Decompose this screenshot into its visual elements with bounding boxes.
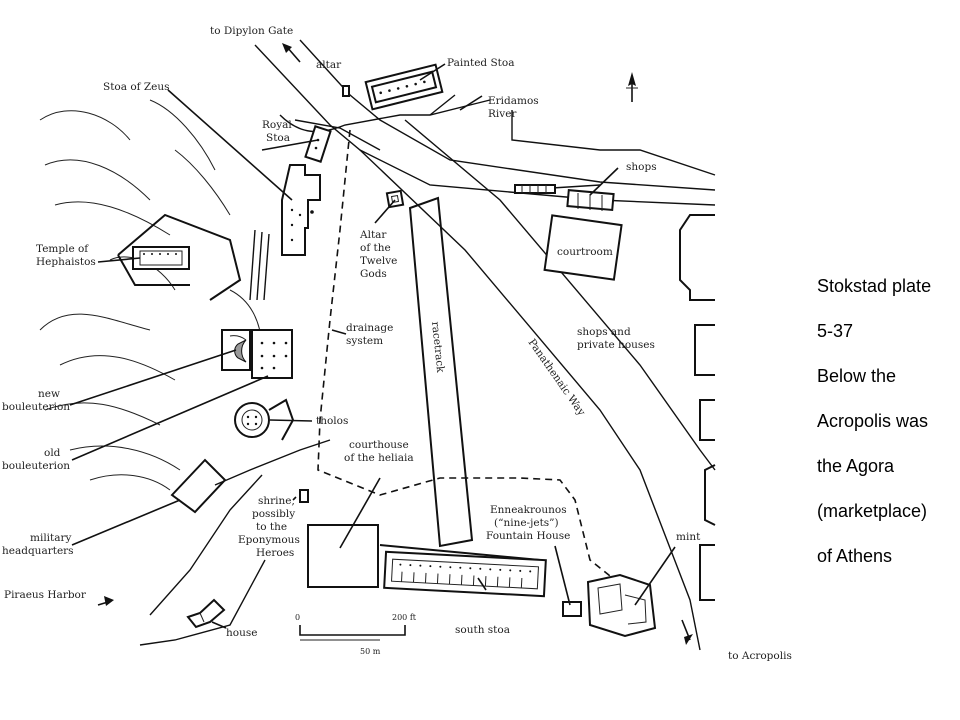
label-altar-twelve-3: Twelve [360, 255, 397, 267]
label-eridamos: Eridamos [488, 95, 539, 107]
old-bouleuterion [251, 329, 293, 379]
label-scale-zero: 0 [295, 613, 300, 622]
label-altar: altar [316, 59, 342, 71]
caption-line: the Agora [817, 455, 895, 476]
label-altar-twelve-2: of the [360, 242, 391, 254]
label-racetrack: racetrack [429, 321, 446, 374]
label-new-bouleuterion: bouleuterion [2, 401, 70, 413]
label-house: house [226, 627, 257, 639]
scale-bar [299, 625, 406, 641]
label-hephaistos: Hephaistos [36, 256, 96, 268]
label-courtroom: courtroom [557, 246, 613, 258]
map-labels: to Dipylon Gate altar Painted Stoa Erida… [2, 25, 792, 662]
label-altar-twelve-4: Gods [360, 268, 387, 280]
label-of-the-heliaia: of the heliaia [344, 452, 414, 464]
house [186, 598, 226, 629]
label-to-acropolis: to Acropolis [728, 650, 792, 662]
label-altar-twelve-1: Altar [359, 229, 387, 241]
leader-lines [69, 63, 676, 629]
caption-line: of Athens [817, 545, 893, 566]
caption-line: (marketplace) [817, 500, 928, 521]
label-south-stoa: south stoa [455, 624, 510, 636]
caption-line: Stokstad plate [817, 275, 932, 296]
slide-caption: Stokstad plate 5-37 Below the Acropolis … [817, 252, 960, 590]
direction-arrow-icon [97, 43, 693, 645]
label-headquarters: headquarters [2, 545, 74, 557]
drainage-system [317, 129, 641, 601]
painted-stoa [364, 63, 444, 111]
label-scale-meters: 50 m [360, 647, 381, 656]
right-house-blocks [679, 214, 716, 601]
label-enneakrounos: Enneakrounos [490, 504, 567, 516]
military-headquarters [170, 458, 227, 514]
label-stoa: Stoa [266, 132, 290, 144]
caption-line: Acropolis was [817, 410, 929, 431]
label-dipylon-gate: to Dipylon Gate [210, 25, 293, 37]
altar-building [342, 85, 350, 97]
label-scale-feet: 200 ft [392, 613, 417, 622]
enneakrounos-fountain-house [562, 601, 582, 617]
caption-line: Below the [817, 365, 897, 386]
label-drainage: drainage [346, 322, 393, 334]
stoa-of-zeus [281, 164, 321, 256]
label-temple-of: Temple of [36, 243, 89, 255]
label-private-houses: private houses [577, 339, 655, 351]
south-stoa [379, 544, 547, 598]
label-new: new [38, 388, 60, 400]
label-tholos: tholos [316, 415, 348, 427]
label-nine-jets: (“nine-jets”) [494, 517, 559, 529]
label-royal: Royal [262, 119, 292, 131]
label-piraeus-harbor: Piraeus Harbor [4, 589, 87, 601]
label-courthouse: courthouse [349, 439, 409, 451]
label-fountain-house: Fountain House [486, 530, 570, 542]
tholos [234, 398, 295, 441]
label-old-bouleuterion: bouleuterion [2, 460, 70, 472]
caption-line: 5-37 [817, 320, 854, 341]
hillside-contours [39, 99, 263, 491]
racetrack [385, 189, 474, 548]
courtroom [543, 214, 623, 281]
label-system: system [346, 335, 383, 347]
label-old: old [44, 447, 61, 459]
label-to-the: to the [256, 521, 287, 533]
label-river: River [488, 108, 517, 120]
mint [586, 573, 657, 638]
label-shops: shops [626, 161, 657, 173]
label-possibly: possibly [252, 508, 295, 520]
temple-of-hephaistos [117, 213, 242, 301]
label-shrine: shrine, [258, 495, 295, 507]
shops-block [514, 184, 615, 212]
north-arrow-icon [626, 72, 638, 102]
label-shops-and: shops and [577, 326, 631, 338]
label-military: military [30, 532, 72, 544]
label-eponymous: Eponymous [238, 534, 300, 546]
eponymous-heroes-monument [299, 489, 309, 503]
label-mint: mint [676, 531, 701, 543]
roads [139, 39, 716, 651]
courthouse-of-the-heliaia [307, 524, 379, 588]
label-heroes: Heroes [256, 547, 294, 559]
label-stoa-of-zeus: Stoa of Zeus [103, 81, 170, 93]
label-painted-stoa: Painted Stoa [447, 57, 514, 69]
